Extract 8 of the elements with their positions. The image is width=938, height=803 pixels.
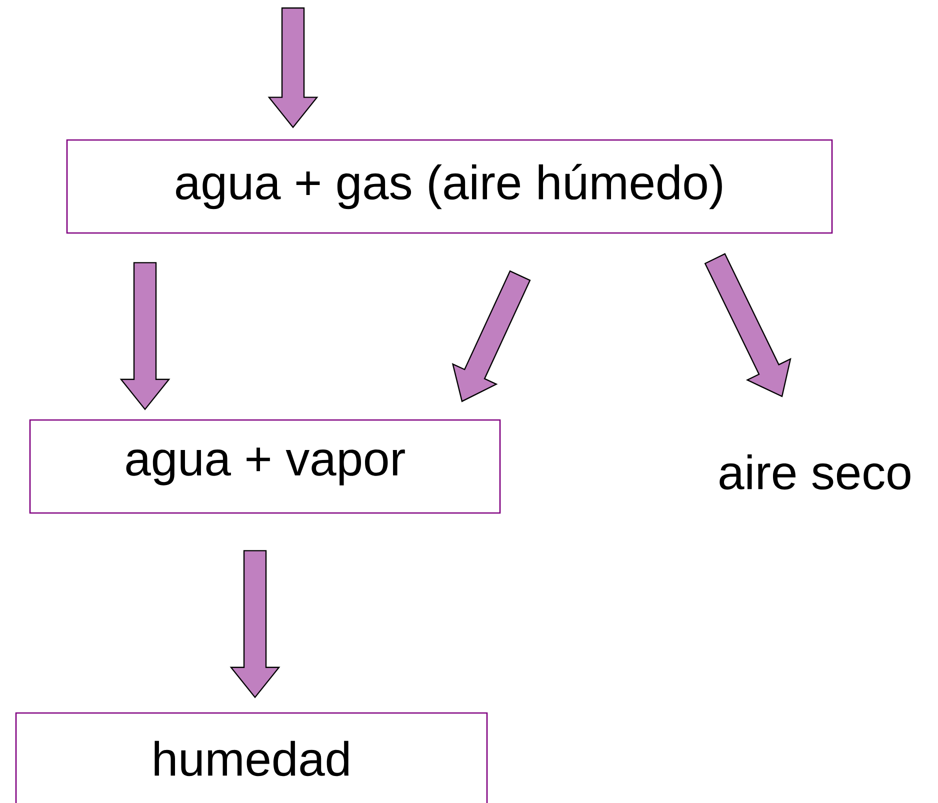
block-arrow: [452, 270, 531, 402]
text-box: agua + gas (aire húmedo): [66, 139, 833, 234]
text-label: aire seco: [720, 454, 910, 490]
block-arrow: [268, 7, 318, 128]
block-arrow: [230, 550, 280, 698]
block-arrow: [120, 262, 170, 410]
text-box: agua + vapor: [29, 419, 501, 514]
text-box: humedad: [15, 712, 488, 803]
